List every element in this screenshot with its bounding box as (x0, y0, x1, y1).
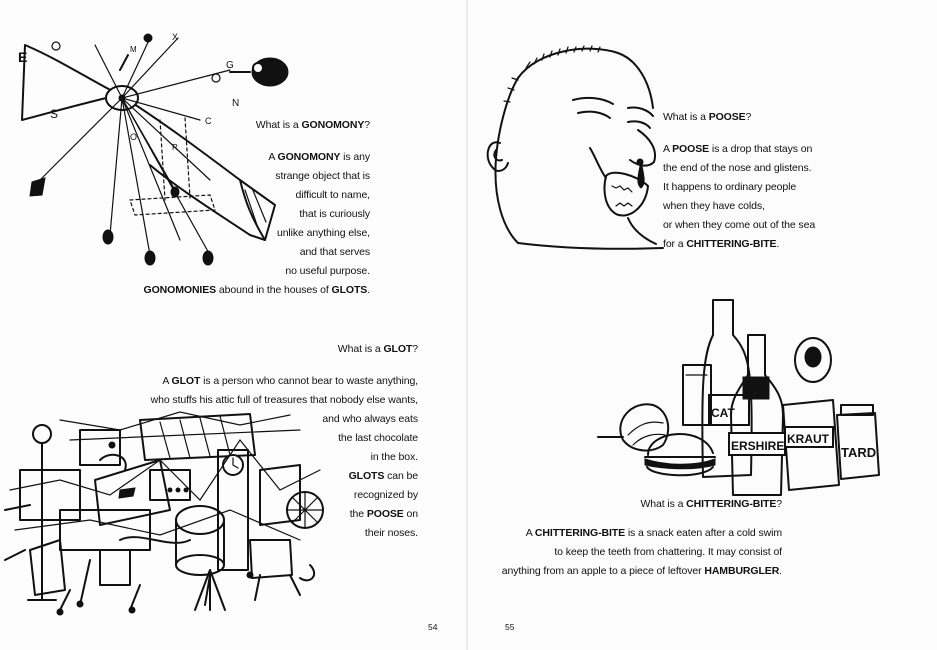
gonomony-line: unlike anything else, (276, 227, 370, 239)
glot-line: recognized by (353, 489, 418, 501)
gonomony-letter-x: X (172, 32, 178, 42)
poose-line: or when they come out of the sea (663, 219, 816, 231)
page-number-left: 54 (428, 622, 438, 632)
page-55: What is a POOSE? A POOSE is a drop that … (468, 0, 937, 650)
book-gutter (466, 0, 469, 650)
poose-line: for a CHITTERING-BITE. (663, 238, 780, 250)
glot-question: What is a GLOT? (337, 343, 418, 355)
poose-line: It happens to ordinary people (663, 181, 797, 193)
chittering-line: A CHITTERING-BITE is a snack eaten after… (525, 527, 782, 539)
gonomony-line: strange object that is (275, 170, 370, 182)
gonomony-line: no useful purpose. (285, 265, 370, 277)
gonomony-text: What is a GONOMONY? A GONOMONY is any st… (143, 116, 371, 300)
gonomony-letter-r: R (172, 143, 178, 152)
page-number-right: 55 (505, 622, 515, 632)
jar-label-tard: TARD (841, 445, 876, 460)
gonomony-line: A GONOMONY is any (268, 151, 370, 163)
gonomony-letter-o: O (130, 132, 137, 142)
gonomony-letter-n: N (232, 98, 239, 109)
jar-label-kraut: KRAUT (787, 432, 830, 446)
glot-line: the last chocolate (338, 432, 418, 444)
gonomony-letter-s: S (50, 107, 58, 121)
glot-line: GLOTS can be (348, 470, 419, 482)
poose-line: A POOSE is a drop that stays on (663, 143, 813, 155)
poose-text: What is a POOSE? A POOSE is a drop that … (663, 108, 815, 254)
glot-line: who stuffs his attic full of treasures t… (150, 394, 418, 406)
poose-face-illustration (486, 45, 664, 250)
glot-line: the POOSE on (349, 508, 418, 520)
page-54: E S N O C G X M R What is a GONOMONY? A … (0, 0, 468, 650)
glot-line: A GLOT is a person who cannot bear to wa… (162, 375, 418, 387)
glot-line: and who always eats (322, 413, 418, 425)
poose-question: What is a POOSE? (663, 111, 752, 123)
gonomony-line: GONOMONIES abound in the houses of GLOTS… (143, 284, 371, 296)
gonomony-letter-e: E (18, 49, 27, 65)
gonomony-letter-g: G (226, 60, 234, 71)
glot-text: What is a GLOT? A GLOT is a person who c… (151, 340, 418, 543)
gonomony-line: difficult to name, (295, 189, 371, 201)
gonomony-illustration: E S N O C G X M R (18, 32, 289, 266)
chittering-line: to keep the teeth from chattering. It ma… (554, 546, 782, 558)
gonomony-line: that is curiously (299, 208, 370, 220)
gonomony-letter-m: M (130, 45, 137, 54)
chittering-question: What is a CHITTERING-BITE? (640, 498, 782, 510)
bottle-label-cat: CAT (711, 406, 735, 420)
gonomony-letter-c: C (205, 116, 212, 126)
gonomony-line: and that serves (299, 246, 370, 258)
glot-line: in the box. (370, 451, 418, 463)
glot-line: their noses. (364, 527, 418, 539)
chittering-food-illustration: CAT ERSHIRE KRAUT TARD (597, 299, 880, 496)
chittering-question-block: What is a CHITTERING-BITE? (640, 495, 782, 514)
chittering-line: anything from an apple to a piece of lef… (501, 565, 782, 577)
chittering-text: A CHITTERING-BITE is a snack eaten after… (502, 524, 782, 581)
gonomony-question: What is a GONOMONY? (255, 119, 370, 131)
attic-clutter-illustration (4, 411, 324, 616)
poose-line: when they have colds, (663, 200, 765, 212)
poose-line: the end of the nose and glistens. (663, 162, 812, 174)
bottle-label-ershire: ERSHIRE (731, 439, 784, 453)
